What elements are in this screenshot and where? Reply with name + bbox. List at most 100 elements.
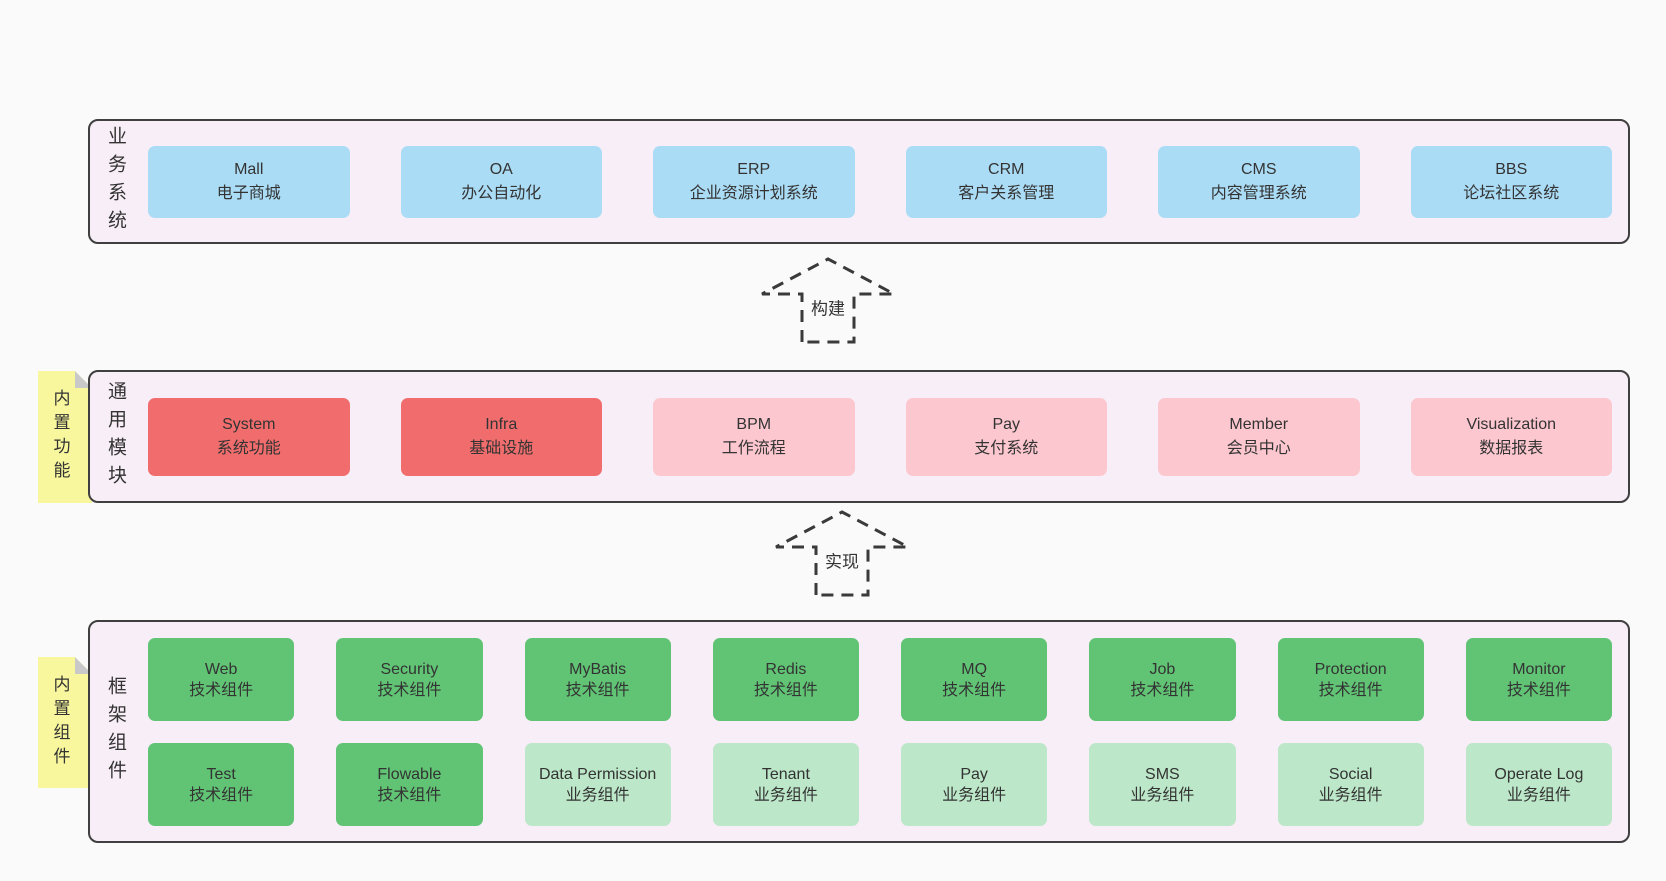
box-operate-log: Operate Log 业务组件 [1465,743,1612,826]
sticky-note-label: 内置组件 [50,674,70,771]
box-title: Mall [234,161,264,178]
box-sms: SMS 业务组件 [1089,743,1236,826]
box-subtitle: 客户关系管理 [958,185,1055,202]
box-title: Web [204,660,238,678]
box-social: Social 业务组件 [1277,743,1424,826]
box-subtitle: 业务组件 [565,786,630,804]
box-title: Tenant [761,765,810,783]
box-visualization: Visualization 数据报表 [1410,398,1612,476]
box-title: BPM [736,416,772,433]
box-title: Flowable [377,765,442,783]
box-title: MyBatis [569,660,627,678]
box-subtitle: 技术组件 [1130,681,1195,699]
box-subtitle: 技术组件 [565,681,630,699]
sticky-note-builtin-functions: 内置功能 [38,371,92,503]
box-protection: Protection 技术组件 [1277,638,1424,721]
box-title: Test [206,765,236,783]
box-redis: Redis 技术组件 [712,638,859,721]
box-subtitle: 业务组件 [1130,786,1195,804]
box-subtitle: 系统功能 [216,440,281,457]
box-title: Operate Log [1494,765,1584,783]
box-subtitle: 技术组件 [189,681,254,699]
box-web: Web 技术组件 [148,638,295,721]
box-title: Visualization [1466,416,1557,433]
box-subtitle: 支付系统 [974,440,1039,457]
box-title: Social [1328,765,1373,783]
box-subtitle: 技术组件 [753,681,818,699]
box-infra: Infra 基础设施 [400,398,602,476]
box-subtitle: 办公自动化 [461,185,542,202]
box-title: System [222,416,276,433]
box-subtitle: 业务组件 [1506,786,1571,804]
build-arrow-label: 构建 [807,293,849,321]
modules-side-label: 通用模块 [105,380,126,493]
box-mall: Mall 电子商城 [148,146,350,218]
box-title: MQ [961,660,988,678]
layer-business-systems: 业务系统 Mall 电子商城 OA 办公自动化 ERP 企业资源计划系统 CRM 客户关系管理… [88,119,1630,244]
box-subtitle: 技术组件 [377,681,442,699]
box-bpm: BPM 工作流程 [653,398,855,476]
box-title: SMS [1145,765,1180,783]
box-title: CMS [1240,161,1277,178]
box-subtitle: 技术组件 [1506,681,1571,699]
box-subtitle: 工作流程 [721,440,786,457]
box-mq: MQ 技术组件 [901,638,1048,721]
box-title: Infra [485,416,518,433]
build-arrow: 构建 [755,255,901,345]
box-title: Security [380,660,439,678]
modules-boxes-row: System 系统功能 Infra 基础设施 BPM 工作流程 Pay 支付系统 Member 会… [148,398,1612,476]
box-title: Monitor [1512,660,1566,678]
box-system: System 系统功能 [148,398,350,476]
box-subtitle: 内容管理系统 [1210,185,1307,202]
box-job: Job 技术组件 [1089,638,1236,721]
implement-arrow: 实现 [769,508,915,598]
box-data-permission: Data Permission 业务组件 [524,743,671,826]
implement-arrow-label: 实现 [821,546,863,574]
box-erp: ERP 企业资源计划系统 [653,146,855,218]
box-security: Security 技术组件 [336,638,483,721]
box-subtitle: 业务组件 [1318,786,1383,804]
box-title: CRM [988,161,1025,178]
box-mybatis: MyBatis 技术组件 [524,638,671,721]
box-subtitle: 业务组件 [753,786,818,804]
box-bbs: BBS 论坛社区系统 [1410,146,1612,218]
sticky-note-label: 内置功能 [50,389,70,485]
box-title: Pay [960,765,988,783]
dashed-up-arrow-icon [761,257,895,344]
box-subtitle: 基础设施 [469,440,534,457]
box-tenant: Tenant 业务组件 [712,743,859,826]
box-monitor: Monitor 技术组件 [1465,638,1612,721]
components-side-label: 框架组件 [105,675,126,788]
box-title: BBS [1495,161,1528,178]
business-boxes-row: Mall 电子商城 OA 办公自动化 ERP 企业资源计划系统 CRM 客户关系管理 CMS 内容… [148,146,1612,218]
sticky-note-builtin-components: 内置组件 [38,657,92,788]
box-title: Member [1229,416,1289,433]
box-subtitle: 会员中心 [1226,440,1291,457]
box-title: Redis [765,660,807,678]
box-crm: CRM 客户关系管理 [905,146,1107,218]
box-title: Protection [1314,660,1387,678]
box-subtitle: 技术组件 [1318,681,1383,699]
box-cms: CMS 内容管理系统 [1158,146,1360,218]
business-side-label: 业务系统 [105,125,126,238]
box-pay: Pay 业务组件 [901,743,1048,826]
layer-common-modules: 通用模块 System 系统功能 Infra 基础设施 BPM 工作流程 Pay 支付系统 Me… [88,370,1630,503]
box-title: Data Permission [538,765,657,783]
box-title: Pay [992,416,1021,433]
box-pay: Pay 支付系统 [905,398,1107,476]
box-title: OA [489,161,513,178]
box-subtitle: 数据报表 [1479,440,1544,457]
box-subtitle: 电子商城 [216,185,281,202]
box-title: ERP [737,161,771,178]
box-title: Job [1149,660,1176,678]
box-subtitle: 技术组件 [942,681,1007,699]
box-oa: OA 办公自动化 [400,146,602,218]
box-subtitle: 业务组件 [942,786,1007,804]
box-subtitle: 论坛社区系统 [1463,185,1560,202]
box-subtitle: 企业资源计划系统 [689,185,818,202]
